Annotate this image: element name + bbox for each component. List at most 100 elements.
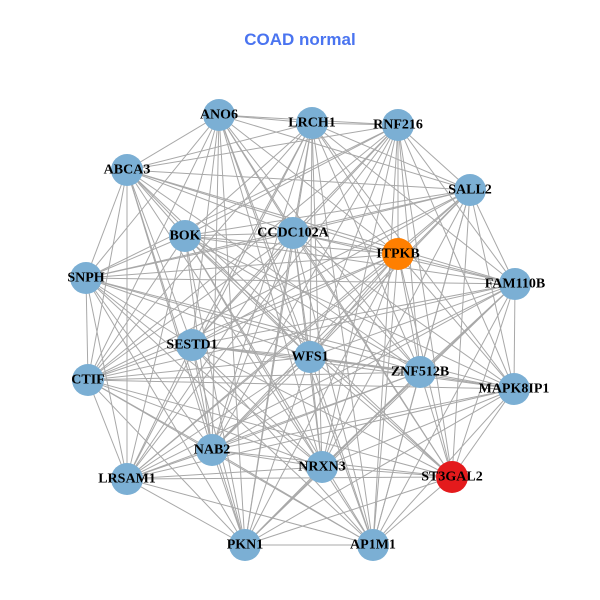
node-circle[interactable] (70, 262, 102, 294)
node-SNPH[interactable]: SNPH (67, 262, 105, 294)
node-RNF216[interactable]: RNF216 (373, 109, 423, 141)
edge-FAM110B-CTIF (87, 283, 516, 381)
edge-ANO6-BOK (184, 114, 220, 237)
edge-RNF216-BOK (184, 124, 399, 237)
edge-ITPKB-SESTD1 (191, 253, 399, 346)
edge-ABCA3-ZNF512B (126, 169, 421, 373)
node-label: ITPKB (376, 247, 420, 262)
edge-WFS1-NAB2 (211, 356, 311, 451)
node-label: SALL2 (448, 183, 492, 198)
node-circle[interactable] (72, 364, 104, 396)
edge-LRCH1-WFS1 (309, 122, 313, 358)
node-label: CCDC102A (257, 226, 329, 241)
edge-CTIF-ST3GAL2 (87, 379, 453, 478)
node-MAPK8IP1[interactable]: MAPK8IP1 (479, 373, 550, 405)
node-circle[interactable] (169, 220, 201, 252)
node-BOK[interactable]: BOK (169, 220, 201, 252)
node-ST3GAL2[interactable]: ST3GAL2 (421, 461, 483, 493)
node-label: NRXN3 (298, 460, 345, 475)
node-FAM110B[interactable]: FAM110B (485, 268, 545, 300)
node-CCDC102A[interactable]: CCDC102A (257, 217, 330, 249)
edge-NRXN3-LRSAM1 (126, 466, 323, 480)
edge-CTIF-MAPK8IP1 (87, 379, 515, 390)
node-PKN1[interactable]: PKN1 (227, 529, 264, 561)
node-circle[interactable] (382, 109, 414, 141)
edge-WFS1-CTIF (87, 356, 311, 381)
node-circle[interactable] (176, 329, 208, 361)
node-circle[interactable] (404, 356, 436, 388)
node-circle[interactable] (277, 217, 309, 249)
edge-SALL2-BOK (184, 189, 471, 237)
node-label: LRSAM1 (98, 472, 156, 487)
edge-BOK-FAM110B (184, 235, 516, 285)
node-circle[interactable] (111, 154, 143, 186)
edge-ABCA3-SESTD1 (126, 169, 193, 346)
node-LRCH1[interactable]: LRCH1 (288, 107, 336, 139)
node-ABCA3[interactable]: ABCA3 (104, 154, 151, 186)
edge-ABCA3-CCDC102A (126, 169, 294, 234)
node-NAB2[interactable]: NAB2 (194, 434, 231, 466)
edge-CCDC102A-PKN1 (244, 232, 294, 546)
edge-ZNF512B-AP1M1 (372, 371, 421, 546)
edge-ABCA3-ITPKB (126, 169, 399, 255)
node-label: CTIF (71, 373, 104, 388)
node-circle[interactable] (196, 434, 228, 466)
edge-CCDC102A-ST3GAL2 (292, 232, 453, 478)
node-circle[interactable] (296, 107, 328, 139)
edge-ITPKB-ZNF512B (397, 253, 421, 373)
edge-CCDC102A-CTIF (87, 232, 294, 381)
node-circle[interactable] (498, 373, 530, 405)
edge-SNPH-WFS1 (85, 277, 311, 358)
node-circle[interactable] (436, 461, 468, 493)
edge-ABCA3-WFS1 (126, 169, 311, 358)
edge-NRXN3-PKN1 (244, 466, 323, 546)
edge-CTIF-LRSAM1 (87, 379, 128, 480)
node-circle[interactable] (229, 529, 261, 561)
edge-RNF216-NRXN3 (321, 124, 399, 468)
edge-SESTD1-NRXN3 (191, 344, 323, 468)
node-circle[interactable] (294, 341, 326, 373)
edge-SNPH-SESTD1 (85, 277, 193, 346)
edge-ITPKB-FAM110B (397, 253, 516, 285)
node-ITPKB[interactable]: ITPKB (376, 238, 420, 270)
node-label: SNPH (67, 271, 104, 286)
edge-CTIF-NRXN3 (87, 379, 323, 468)
edge-layer (85, 114, 516, 546)
edge-CCDC102A-SESTD1 (191, 232, 294, 346)
node-circle[interactable] (357, 529, 389, 561)
node-NRXN3[interactable]: NRXN3 (298, 451, 346, 483)
node-WFS1[interactable]: WFS1 (291, 341, 329, 373)
edge-SNPH-PKN1 (85, 277, 246, 546)
edge-LRSAM1-AP1M1 (126, 478, 374, 546)
edge-LRSAM1-PKN1 (126, 478, 246, 546)
node-AP1M1[interactable]: AP1M1 (350, 529, 396, 561)
edge-ABCA3-FAM110B (126, 169, 516, 285)
edge-BOK-MAPK8IP1 (184, 235, 515, 390)
node-circle[interactable] (454, 174, 486, 206)
edge-SNPH-NAB2 (85, 277, 213, 451)
node-circle[interactable] (499, 268, 531, 300)
node-SALL2[interactable]: SALL2 (448, 174, 492, 206)
edge-FAM110B-SESTD1 (191, 283, 516, 346)
edge-SESTD1-CTIF (87, 344, 193, 381)
node-LRSAM1[interactable]: LRSAM1 (98, 463, 156, 495)
edge-RNF216-ABCA3 (126, 124, 399, 171)
node-label: ST3GAL2 (421, 470, 482, 485)
node-CTIF[interactable]: CTIF (71, 364, 105, 396)
edge-ABCA3-SNPH (85, 169, 128, 279)
node-ZNF512B[interactable]: ZNF512B (391, 356, 449, 388)
node-SESTD1[interactable]: SESTD1 (166, 329, 218, 361)
node-ANO6[interactable]: ANO6 (200, 99, 238, 131)
edge-ITPKB-CTIF (87, 253, 399, 381)
node-circle[interactable] (111, 463, 143, 495)
edge-BOK-PKN1 (184, 235, 246, 546)
edge-RNF216-WFS1 (309, 124, 399, 358)
node-circle[interactable] (382, 238, 414, 270)
edge-ABCA3-SALL2 (126, 169, 471, 191)
node-circle[interactable] (203, 99, 235, 131)
node-circle[interactable] (306, 451, 338, 483)
edge-MAPK8IP1-NAB2 (211, 388, 515, 451)
edge-SALL2-CTIF (87, 189, 471, 381)
edge-CTIF-PKN1 (87, 379, 246, 546)
